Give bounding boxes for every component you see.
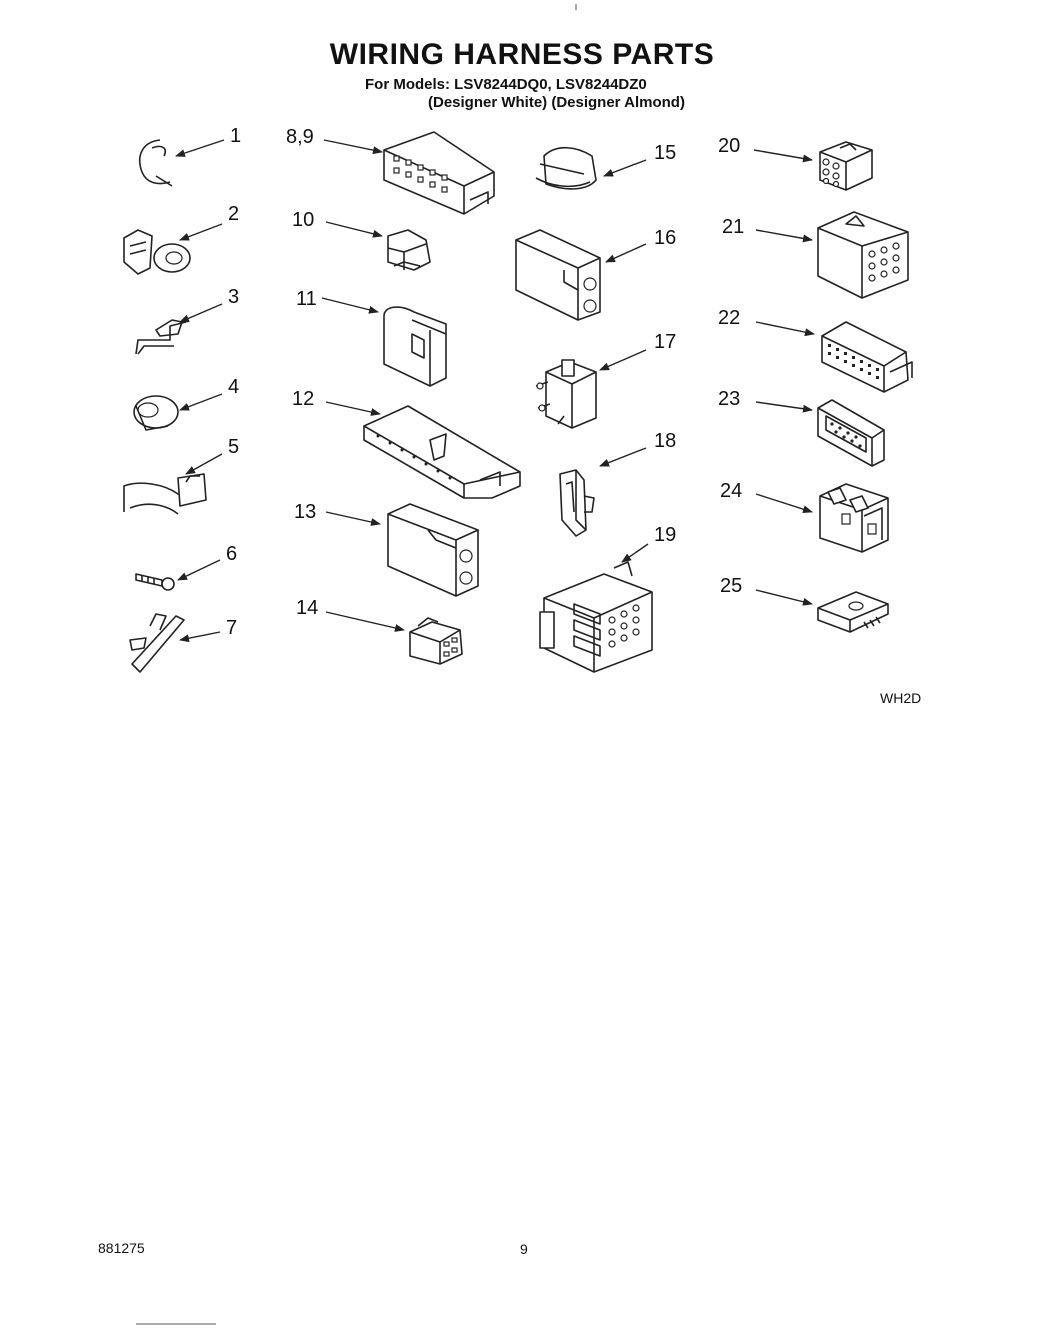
svg-text:5: 5 — [228, 436, 239, 458]
callout-23: 23 — [718, 388, 813, 413]
part-22-connector — [821, 321, 913, 393]
svg-text:25: 25 — [720, 575, 742, 597]
svg-text:7: 7 — [226, 617, 237, 639]
part-21-connector-block — [817, 211, 909, 299]
svg-text:8,9: 8,9 — [286, 126, 314, 148]
part-25-board — [817, 591, 889, 633]
colors-line: (Designer White) (Designer Almond) — [428, 94, 685, 111]
callout-18: 18 — [599, 430, 676, 467]
svg-text:15: 15 — [654, 142, 676, 164]
part-2-clip — [123, 229, 191, 275]
part-13-connector — [387, 503, 479, 597]
callout-1: 1 — [175, 125, 241, 157]
svg-text:11: 11 — [296, 288, 317, 310]
part-18-connector — [559, 469, 595, 537]
part-10-connector — [387, 229, 431, 271]
callout-22: 22 — [718, 307, 815, 337]
diagram-code: WH2D — [880, 690, 922, 706]
svg-text:23: 23 — [718, 388, 740, 410]
callout-21: 21 — [722, 216, 813, 243]
svg-text:21: 21 — [722, 216, 744, 238]
callout-15: 15 — [603, 142, 676, 177]
part-3-clip — [135, 319, 187, 355]
callout-14: 14 — [296, 597, 405, 632]
doc-number: 881275 — [98, 1240, 145, 1256]
svg-text:14: 14 — [296, 597, 318, 619]
svg-text:1: 1 — [230, 125, 241, 147]
part-11-connector — [383, 306, 447, 387]
part-5-clamp — [123, 473, 207, 515]
svg-text:6: 6 — [226, 543, 237, 565]
part-24-connector — [819, 483, 889, 553]
svg-text:13: 13 — [294, 501, 316, 523]
callout-20: 20 — [718, 135, 813, 163]
part-6-screw — [135, 573, 175, 591]
svg-text:2: 2 — [228, 203, 239, 225]
callout-2: 2 — [179, 203, 239, 241]
callout-8-9: 8,9 — [286, 126, 383, 155]
page-number: 9 — [520, 1241, 528, 1257]
part-8-9-connector — [383, 131, 495, 215]
part-7-bracket — [129, 613, 185, 673]
part-4-grommet — [133, 395, 179, 431]
callout-19: 19 — [621, 524, 676, 563]
models-line: For Models: LSV8244DQ0, LSV8244DZ0 — [365, 76, 647, 93]
svg-text:19: 19 — [654, 524, 676, 546]
callout-12: 12 — [292, 388, 381, 416]
callout-6: 6 — [177, 543, 237, 581]
callout-10: 10 — [292, 209, 383, 238]
svg-text:16: 16 — [654, 227, 676, 249]
callout-4: 4 — [179, 376, 239, 411]
part-17-switch — [535, 359, 597, 429]
page-title: WIRING HARNESS PARTS — [329, 38, 715, 71]
svg-text:3: 3 — [228, 286, 239, 308]
svg-text:18: 18 — [654, 430, 676, 452]
part-15-sleeve — [535, 146, 597, 190]
svg-text:20: 20 — [718, 135, 740, 157]
part-14-connector — [409, 617, 463, 665]
callout-13: 13 — [294, 501, 381, 526]
part-19-connector — [539, 561, 653, 673]
part-12-connector-strip — [363, 405, 521, 499]
callout-7: 7 — [179, 617, 237, 643]
part-16-connector — [515, 229, 601, 321]
callout-3: 3 — [179, 286, 239, 323]
callout-24: 24 — [720, 480, 813, 514]
callout-16: 16 — [605, 227, 676, 263]
svg-text:22: 22 — [718, 307, 740, 329]
svg-text:4: 4 — [228, 376, 239, 398]
part-20-connector — [819, 141, 873, 191]
svg-text:12: 12 — [292, 388, 314, 410]
callout-11: 11 — [296, 288, 379, 314]
svg-text:10: 10 — [292, 209, 314, 231]
part-1-clip — [138, 139, 173, 187]
svg-text:24: 24 — [720, 480, 742, 502]
callout-17: 17 — [599, 331, 676, 371]
callout-5: 5 — [185, 436, 239, 475]
callout-25: 25 — [720, 575, 813, 606]
svg-text:17: 17 — [654, 331, 676, 353]
part-23-connector — [817, 399, 885, 467]
